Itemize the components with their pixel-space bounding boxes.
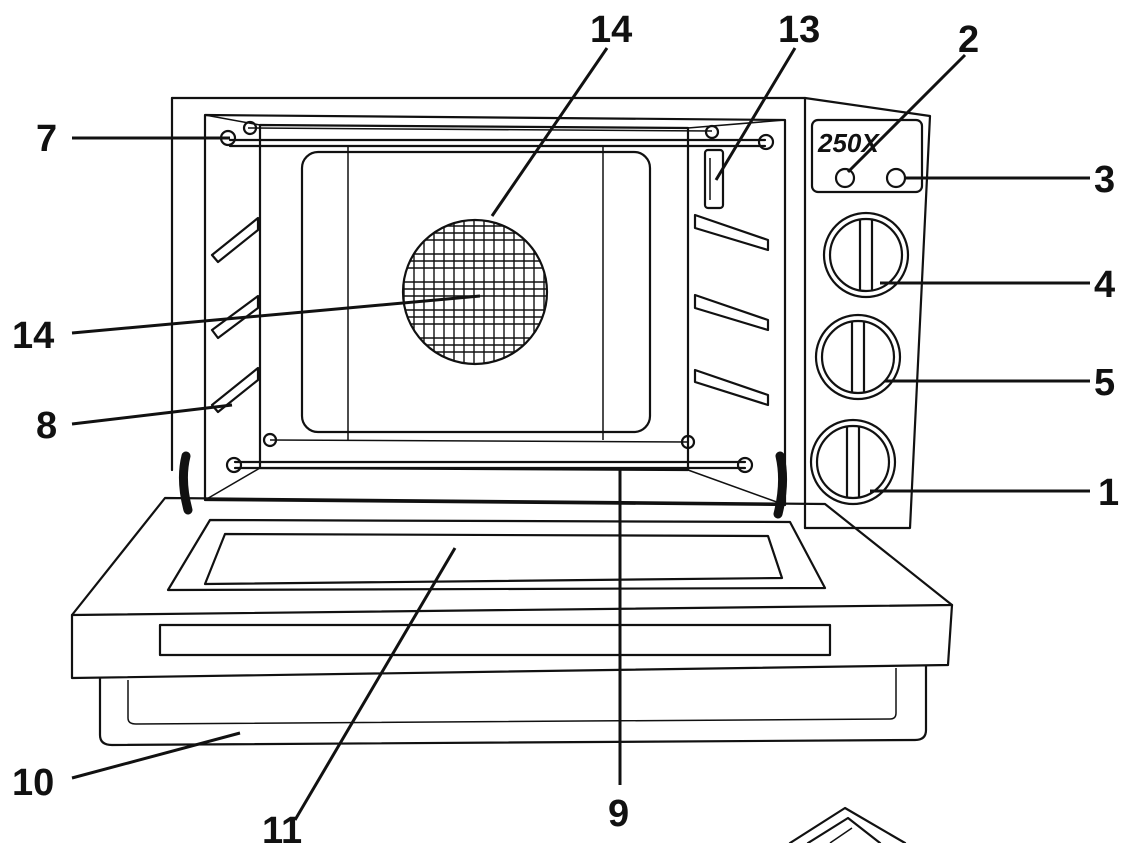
crumb-tray <box>98 664 928 747</box>
callout-8: 8 <box>36 405 57 447</box>
control-panel: 250X <box>809 118 924 506</box>
knob-1[interactable] <box>809 418 897 506</box>
top-heating-element <box>219 120 775 151</box>
oven-door <box>70 496 954 680</box>
callout-1: 1 <box>1098 472 1119 514</box>
callout-7: 7 <box>36 118 57 160</box>
knob-5[interactable] <box>814 313 902 401</box>
callout-10: 10 <box>12 762 54 804</box>
callout-4: 4 <box>1094 264 1115 306</box>
oven-light <box>703 148 725 210</box>
callout-9: 9 <box>608 793 629 835</box>
baking-pan <box>788 806 907 843</box>
bottom-heating-element <box>225 432 754 474</box>
callout-14-top: 14 <box>590 9 632 51</box>
convection-fan <box>401 218 549 366</box>
indicator-light-3 <box>885 167 907 189</box>
callout-labels: 7 14 13 2 3 4 14 5 8 1 10 9 11 <box>12 9 1119 843</box>
callout-13: 13 <box>778 9 820 51</box>
oven-body <box>170 96 932 530</box>
indicator-light-2 <box>834 167 856 189</box>
leader-lines <box>71 47 1090 821</box>
callout-14-left: 14 <box>12 315 54 357</box>
callout-11: 11 <box>262 810 302 843</box>
rack-supports <box>210 213 770 414</box>
logo: 250X <box>817 128 880 158</box>
callout-3: 3 <box>1094 159 1115 201</box>
door-hinges <box>178 451 788 519</box>
callout-2: 2 <box>958 19 979 61</box>
knob-4[interactable] <box>822 211 910 299</box>
callout-5: 5 <box>1094 362 1115 404</box>
